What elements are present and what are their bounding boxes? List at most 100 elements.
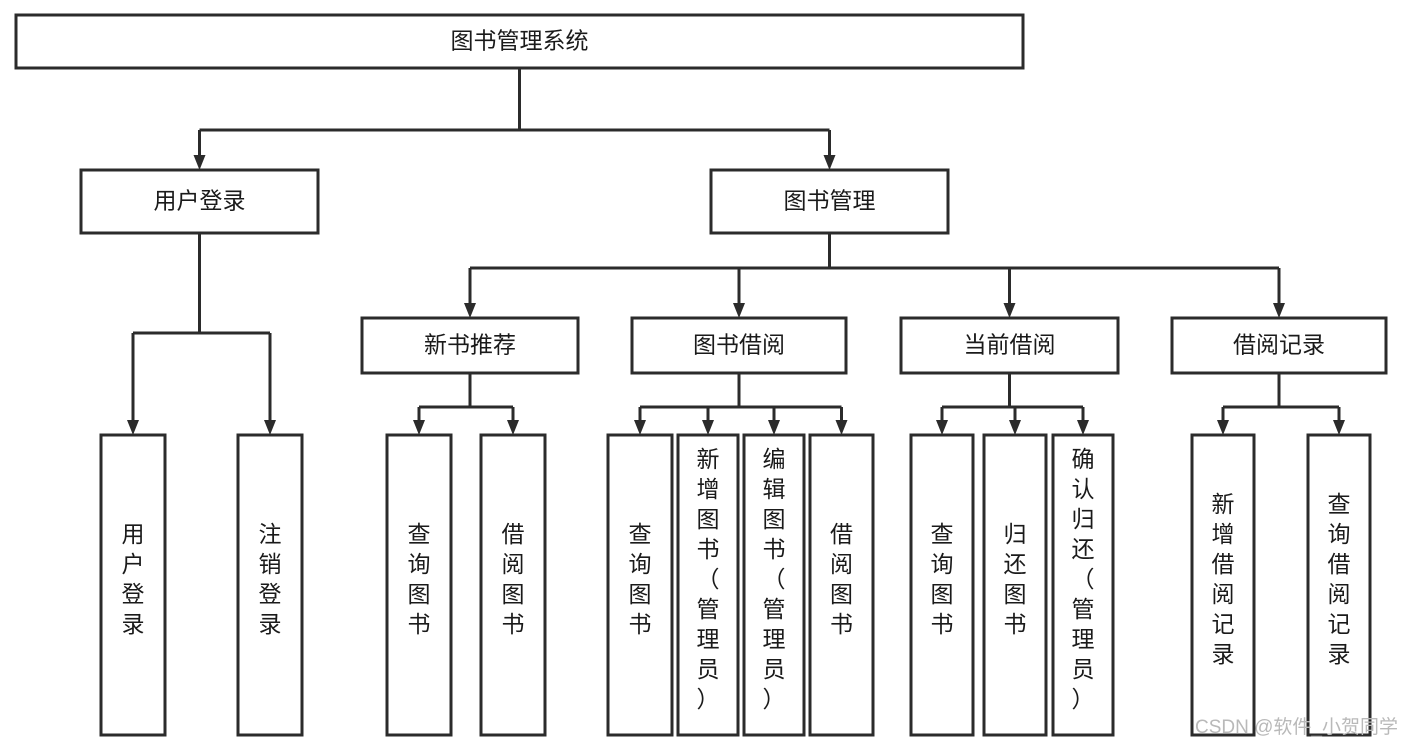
node-label-leaf-confirm-return: （ (1072, 566, 1095, 592)
node-label-leaf-add-book: 图 (697, 506, 720, 532)
node-label-leaf-add-record: 阅 (1212, 581, 1235, 607)
node-box-root (14, 13, 1025, 70)
node-box-book-manage (709, 168, 950, 235)
node-box-leaf-user-login (99, 433, 167, 737)
node-label-leaf-edit-book: （ (763, 566, 786, 592)
node-new-book-rec[interactable]: 新书推荐 (360, 316, 580, 375)
node-label-leaf-edit-book: 图 (763, 506, 786, 532)
arrow-to-leaf-query-record-head (1333, 420, 1345, 435)
node-user-login[interactable]: 用户登录 (79, 168, 320, 235)
node-root[interactable]: 图书管理系统 (14, 13, 1025, 70)
node-label-user-login: 用户登录 (154, 188, 246, 214)
node-current-borrow[interactable]: 当前借阅 (899, 316, 1120, 375)
node-label-leaf-add-book: 理 (697, 626, 720, 652)
node-label-leaf-confirm-return: 员 (1072, 656, 1095, 682)
node-label-leaf-query-book-1: 书 (408, 611, 431, 637)
node-label-root: 图书管理系统 (451, 28, 589, 54)
node-label-leaf-edit-book: 编 (763, 446, 786, 472)
node-label-leaf-confirm-return: 还 (1072, 536, 1095, 562)
node-label-leaf-add-record: 新 (1212, 491, 1235, 517)
node-label-leaf-add-record: 录 (1212, 641, 1235, 667)
node-label-leaf-confirm-return: ） (1072, 686, 1095, 712)
arrow-to-book-borrow-head (733, 303, 745, 318)
node-box-leaf-query-book-1 (385, 433, 453, 737)
arrow-to-user-login-head (193, 155, 206, 170)
node-label-leaf-logout: 录 (259, 611, 282, 637)
arrow-to-leaf-add-book-head (702, 420, 714, 435)
node-label-leaf-borrow-book-1: 书 (502, 611, 525, 637)
arrow-to-leaf-edit-book-head (768, 420, 780, 435)
node-label-leaf-edit-book: 书 (763, 536, 786, 562)
node-label-borrow-record: 借阅记录 (1233, 332, 1325, 358)
connectors-layer (127, 68, 1345, 435)
node-label-leaf-query-record: 记 (1328, 611, 1351, 637)
node-label-leaf-query-record: 借 (1328, 551, 1351, 577)
node-label-leaf-user-login: 户 (122, 551, 145, 577)
node-label-leaf-add-record: 记 (1212, 611, 1235, 637)
node-label-leaf-edit-book: 辑 (763, 476, 786, 502)
node-label-leaf-confirm-return: 管 (1072, 596, 1095, 622)
node-borrow-record[interactable]: 借阅记录 (1170, 316, 1388, 375)
node-book-manage[interactable]: 图书管理 (709, 168, 950, 235)
arrow-to-leaf-user-login-head (127, 420, 139, 435)
node-box-leaf-add-book (676, 433, 740, 737)
arrow-to-borrow-record-head (1273, 303, 1285, 318)
csdn-watermark: CSDN @软件_小贺同学 (1195, 716, 1398, 738)
arrow-to-leaf-confirm-return-head (1077, 420, 1089, 435)
node-box-leaf-add-record (1190, 433, 1256, 737)
node-box-leaf-return-book (982, 433, 1048, 737)
node-label-leaf-query-book-1: 询 (408, 551, 431, 577)
node-label-leaf-user-login: 登 (122, 581, 145, 607)
node-label-leaf-edit-book: 员 (763, 656, 786, 682)
node-label-leaf-query-book-3: 书 (931, 611, 954, 637)
node-label-leaf-query-record: 查 (1328, 491, 1351, 517)
node-label-leaf-logout: 登 (259, 581, 282, 607)
arrow-to-book-manage-head (823, 155, 836, 170)
node-leaf-user-login[interactable]: 用户登录 (99, 433, 167, 737)
node-label-current-borrow: 当前借阅 (964, 332, 1056, 358)
node-label-leaf-return-book: 图 (1004, 581, 1027, 607)
node-box-leaf-confirm-return (1051, 433, 1115, 737)
node-label-leaf-confirm-return: 认 (1072, 476, 1095, 502)
node-label-leaf-query-book-1: 查 (408, 521, 431, 547)
arrow-to-leaf-query-book-3-head (936, 420, 948, 435)
node-box-book-borrow (630, 316, 848, 375)
node-label-leaf-borrow-book-2: 图 (830, 581, 853, 607)
nodes-layer: 图书管理系统用户登录图书管理新书推荐图书借阅当前借阅借阅记录用户登录注销登录查询… (14, 13, 1388, 737)
node-label-leaf-edit-book: 理 (763, 626, 786, 652)
node-label-leaf-return-book: 还 (1004, 551, 1027, 577)
node-label-book-borrow: 图书借阅 (693, 332, 785, 358)
node-label-leaf-add-book: 员 (697, 656, 720, 682)
node-label-leaf-add-book: 新 (697, 446, 720, 472)
node-box-leaf-query-book-2 (606, 433, 674, 737)
node-box-leaf-logout (236, 433, 304, 737)
node-label-leaf-borrow-book-1: 借 (502, 521, 525, 547)
node-label-leaf-add-book: 增 (697, 476, 720, 502)
node-label-leaf-query-book-1: 图 (408, 581, 431, 607)
node-box-user-login (79, 168, 320, 235)
arrow-to-leaf-return-book-head (1009, 420, 1021, 435)
node-book-borrow[interactable]: 图书借阅 (630, 316, 848, 375)
arrow-to-leaf-borrow-book-1-head (507, 420, 519, 435)
node-label-leaf-borrow-book-2: 阅 (830, 551, 853, 577)
node-label-leaf-user-login: 用 (122, 521, 145, 547)
arrow-to-leaf-query-book-1-head (413, 420, 425, 435)
arrow-to-new-book-rec-head (464, 303, 476, 318)
node-label-leaf-logout: 注 (259, 521, 282, 547)
node-label-leaf-add-book: 书 (697, 536, 720, 562)
node-box-new-book-rec (360, 316, 580, 375)
node-label-leaf-query-book-3: 图 (931, 581, 954, 607)
